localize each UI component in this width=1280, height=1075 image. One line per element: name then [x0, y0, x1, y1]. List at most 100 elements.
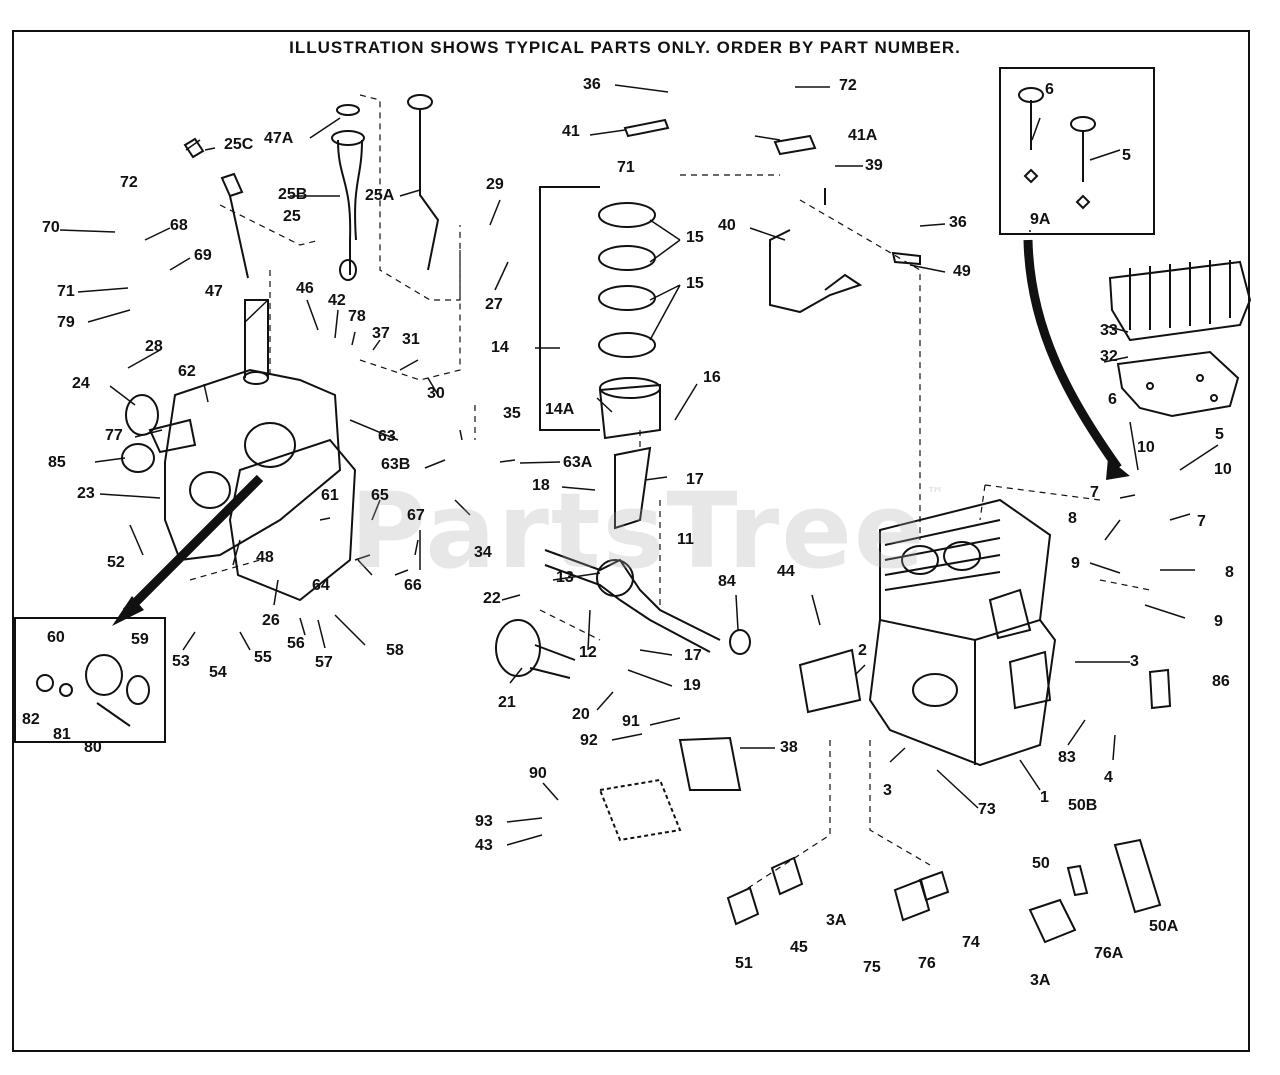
valve-pointer-arrowhead — [1106, 458, 1130, 480]
callout-48: 48 — [256, 549, 274, 566]
callout-52: 52 — [107, 554, 125, 571]
callout-3: 3 — [883, 782, 892, 799]
plate-76a-art — [1028, 898, 1077, 944]
callout-34: 34 — [474, 544, 492, 561]
crankcase-cover-art — [164, 299, 342, 562]
callout-12: 12 — [579, 644, 597, 661]
crankcase-gasket-art — [228, 438, 357, 602]
callout-15: 15 — [686, 229, 704, 246]
callout-47: 47 — [205, 283, 223, 300]
callout-16: 16 — [703, 369, 721, 386]
callout-4: 4 — [1104, 769, 1113, 786]
callout-71: 71 — [617, 159, 635, 176]
callout-11: 11 — [677, 531, 694, 548]
callout-65: 65 — [371, 487, 389, 504]
callout-71: 71 — [57, 283, 75, 300]
callout-61: 61 — [321, 487, 339, 504]
callout-46: 46 — [296, 280, 314, 297]
dipstick-tubes-art — [183, 94, 440, 281]
callout-42: 42 — [328, 292, 346, 309]
control-brackets-art — [623, 118, 921, 314]
callout-72: 72 — [839, 77, 857, 94]
callout-35: 35 — [503, 405, 521, 422]
callout-3a: 3A — [826, 912, 847, 929]
callout-81: 81 — [53, 726, 71, 743]
bushing-art — [148, 418, 197, 454]
flange-art — [770, 856, 804, 896]
callout-6: 6 — [1045, 81, 1054, 98]
cylinder-head-art — [1108, 260, 1252, 418]
diagram-title: ILLUSTRATION SHOWS TYPICAL PARTS ONLY. O… — [289, 38, 961, 57]
callout-5: 5 — [1215, 426, 1224, 443]
callout-9: 9 — [1071, 555, 1080, 572]
callout-57: 57 — [315, 654, 333, 671]
callout-41: 41 — [562, 123, 580, 140]
callout-68: 68 — [170, 217, 188, 234]
callout-25: 25 — [283, 208, 301, 225]
callout-40: 40 — [718, 217, 736, 234]
callout-19: 19 — [683, 677, 701, 694]
callout-17: 17 — [686, 471, 704, 488]
callout-25b: 25B — [278, 186, 308, 203]
valve-inset-box — [999, 67, 1155, 235]
callout-74: 74 — [962, 934, 980, 951]
camshaft-art — [495, 619, 576, 679]
callout-9a: 9A — [1030, 211, 1051, 228]
callout-49: 49 — [953, 263, 971, 280]
callout-79: 79 — [57, 314, 75, 331]
callout-27: 27 — [485, 296, 503, 313]
callout-56: 56 — [287, 635, 305, 652]
callout-92: 92 — [580, 732, 598, 749]
bearing-pointer-arrowhead — [112, 596, 144, 626]
callout-78: 78 — [348, 308, 366, 325]
callout-14a: 14A — [545, 401, 575, 418]
callout-85: 85 — [48, 454, 66, 471]
callout-76: 76 — [918, 955, 936, 972]
gasket-74-art — [918, 870, 950, 902]
assembly-dashed-lines — [189, 94, 1151, 891]
callout-29: 29 — [486, 176, 504, 193]
callout-66: 66 — [404, 577, 422, 594]
callout-37: 37 — [372, 325, 390, 342]
callout-21: 21 — [498, 694, 516, 711]
breather-plate-art — [798, 648, 862, 714]
callout-15: 15 — [686, 275, 704, 292]
callout-84: 84 — [718, 573, 736, 590]
callout-47a: 47A — [264, 130, 294, 147]
engine-block-art — [868, 498, 1057, 767]
callout-30: 30 — [427, 385, 445, 402]
callout-54: 54 — [209, 664, 227, 681]
callout-50: 50 — [1032, 855, 1050, 872]
callout-5: 5 — [1122, 147, 1131, 164]
callout-44: 44 — [777, 563, 795, 580]
diagram-frame — [12, 30, 1250, 1052]
callout-26: 26 — [262, 612, 280, 629]
bearing-inset-box — [14, 617, 166, 743]
callout-53: 53 — [172, 653, 190, 670]
callout-8: 8 — [1225, 564, 1234, 581]
callout-69: 69 — [194, 247, 212, 264]
valve-pointer-arrow — [1023, 239, 1122, 471]
callout-10: 10 — [1137, 439, 1155, 456]
callout-13: 13 — [556, 569, 574, 586]
callout-45: 45 — [790, 939, 808, 956]
callout-63a: 63A — [563, 454, 593, 471]
connecting-rod-art — [614, 446, 652, 530]
callout-9: 9 — [1214, 613, 1223, 630]
callout-50b: 50B — [1068, 797, 1098, 814]
callout-28: 28 — [145, 338, 163, 355]
callout-32: 32 — [1100, 348, 1118, 365]
callout-51: 51 — [735, 955, 753, 972]
gasket-50-art — [1066, 864, 1089, 897]
callout-20: 20 — [572, 706, 590, 723]
callout-7: 7 — [1197, 513, 1206, 530]
bearing-pointer-arrow — [122, 474, 264, 616]
callout-63b: 63B — [381, 456, 411, 473]
piston-and-rings-art — [598, 202, 661, 440]
callout-3a: 3A — [1030, 972, 1051, 989]
gasket-86-art — [1148, 668, 1172, 710]
gasket-76-art — [893, 878, 931, 922]
callout-76a: 76A — [1094, 945, 1124, 962]
callout-64: 64 — [312, 577, 330, 594]
